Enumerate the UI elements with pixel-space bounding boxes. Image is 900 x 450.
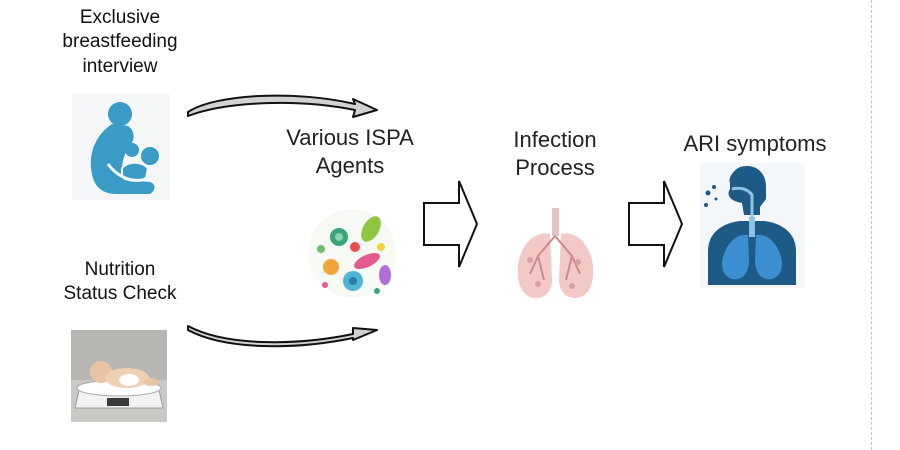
infection-process-label-line-1: Infection [513, 127, 597, 152]
breastfeeding-label-line-1: Exclusive [79, 7, 161, 28]
breastfeeding-label-line-3: interview [82, 55, 158, 77]
infection-process-label-line-2: Process [515, 155, 595, 181]
nutrition-label-line-2: Status Check [63, 283, 177, 305]
breastfeeding-mother-icon [72, 94, 170, 200]
breastfeeding-label-line-2: breastfeeding [62, 31, 178, 53]
curved-arrow-bottom [185, 316, 380, 350]
ispa-agents-label-line-2: Agents [315, 153, 385, 179]
nutrition-label-line-1: Nutrition [84, 259, 156, 280]
page-edge-guide-line [871, 0, 872, 450]
curved-arrow-top [185, 88, 380, 124]
ispa-agents-label: Various ISPA Agents [265, 124, 435, 180]
ispa-agents-label-line-1: Various ISPA [286, 125, 414, 150]
ari-symptoms-label: ARI symptoms [670, 130, 840, 158]
infection-process-label: Infection Process [485, 126, 625, 182]
block-arrow-1 [423, 180, 479, 268]
ari-symptoms-label-line-1: ARI symptoms [683, 131, 827, 156]
block-arrow-2 [628, 180, 684, 268]
breastfeeding-label: Exclusive breastfeeding interview [40, 6, 200, 79]
germs-icon [305, 205, 400, 300]
infected-lungs-icon [508, 200, 603, 305]
baby-on-scale-photo [71, 330, 167, 422]
respiratory-tract-icon [700, 163, 805, 288]
nutrition-label: Nutrition Status Check [40, 258, 200, 307]
